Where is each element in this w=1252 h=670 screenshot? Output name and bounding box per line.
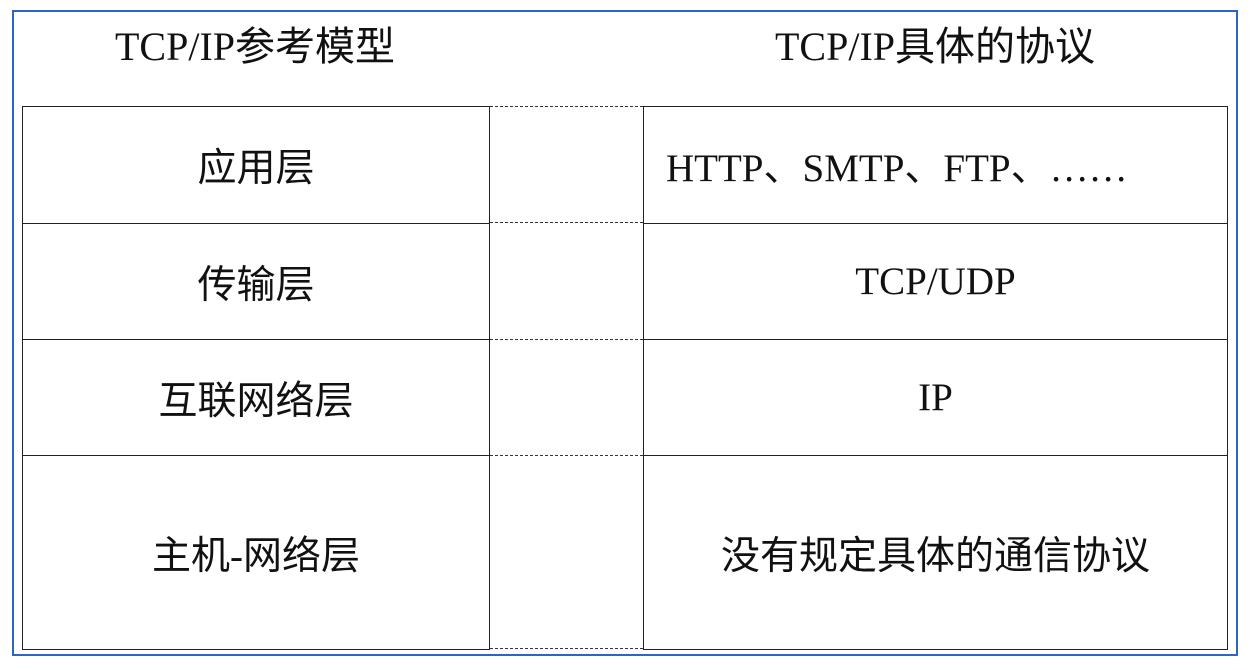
- layer-transport: 传输层: [23, 224, 489, 340]
- dashed-connector-bottom: [490, 648, 643, 649]
- protocol-internet: IP: [644, 340, 1227, 456]
- protocol-application: HTTP、SMTP、FTP、……: [644, 107, 1227, 224]
- layer-host-network: 主机-网络层: [152, 534, 360, 578]
- diagram-frame: [12, 10, 1238, 656]
- dashed-connector-3: [490, 455, 643, 456]
- protocol-stack: HTTP、SMTP、FTP、…… TCP/UDP IP 没有规定具体的通信协议: [643, 106, 1228, 650]
- layer-stack: 应用层 传输层 互联网络层 主机-网络层: [22, 106, 490, 650]
- layer-application: 应用层: [23, 107, 489, 224]
- protocol-transport: TCP/UDP: [644, 224, 1227, 340]
- protocol-column-heading: TCP/IP具体的协议: [774, 24, 1096, 69]
- dashed-connector-top: [490, 106, 643, 107]
- layer-internet: 互联网络层: [23, 340, 489, 456]
- model-column-heading: TCP/IP参考模型: [114, 24, 396, 69]
- protocol-host-network: 没有规定具体的通信协议: [720, 534, 1150, 578]
- dashed-connector-1: [490, 222, 643, 223]
- dashed-connector-2: [490, 339, 643, 340]
